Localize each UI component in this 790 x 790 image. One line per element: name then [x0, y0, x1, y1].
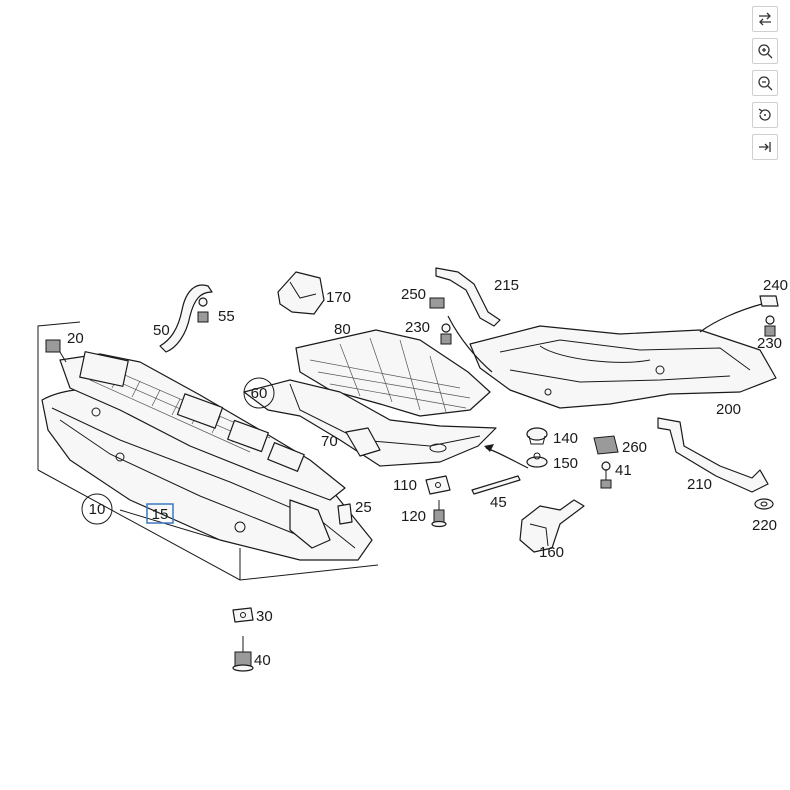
- bracket-170: [277, 271, 325, 315]
- collapse-button[interactable]: [752, 134, 778, 160]
- callout-110: 110: [393, 477, 417, 494]
- callout-50: 50: [153, 322, 170, 339]
- viewer-toolbar: [752, 6, 780, 160]
- callout-15: 15: [152, 506, 169, 523]
- callout-215: 215: [494, 277, 519, 294]
- bracket-25: [337, 503, 353, 525]
- bolt-230a: [440, 323, 452, 345]
- zoom-out-icon: [758, 76, 773, 91]
- callout-150: 150: [553, 455, 578, 472]
- clip-110: [425, 475, 451, 495]
- callout-25: 25: [355, 499, 372, 516]
- callout-260: 260: [622, 439, 647, 456]
- callout-220: 220: [752, 517, 777, 534]
- zoom-out-button[interactable]: [752, 70, 778, 96]
- callout-40: 40: [254, 652, 271, 669]
- callout-250: 250: [401, 286, 426, 303]
- bracket-160: [519, 499, 585, 553]
- front-underbody-panel: [41, 351, 373, 561]
- screw-41: [600, 461, 612, 489]
- callout-170: 170: [326, 289, 351, 306]
- swap-button[interactable]: [752, 6, 778, 32]
- clip-240: [759, 295, 779, 307]
- shield-70: [243, 379, 497, 467]
- strap-215: [435, 267, 501, 327]
- group-10-frame: [37, 321, 379, 581]
- callout-200: 200: [716, 401, 741, 418]
- clip-20: [45, 339, 67, 363]
- zoom-in-button[interactable]: [752, 38, 778, 64]
- callout-160: 160: [539, 544, 564, 561]
- bracket-50: [159, 284, 213, 353]
- clip-250: [429, 297, 445, 309]
- leader-lines: [447, 303, 763, 469]
- callout-60: 60: [251, 385, 268, 402]
- callout-55: 55: [218, 308, 235, 325]
- callout-240: 240: [763, 277, 788, 294]
- callout-80: 80: [334, 321, 351, 338]
- reset-button[interactable]: [752, 102, 778, 128]
- rear-underbody-panel-200: [469, 325, 777, 409]
- callout-70: 70: [321, 433, 338, 450]
- swap-arrows-icon: [759, 12, 771, 26]
- bolt-230b: [764, 315, 776, 337]
- clip-260: [593, 435, 619, 455]
- bolt-55: [197, 297, 209, 323]
- callout-45: 45: [490, 494, 507, 511]
- callout-230b: 230: [757, 335, 782, 352]
- callout-41: 41: [615, 462, 632, 479]
- washer-220: [754, 498, 774, 510]
- screw-40: [232, 636, 254, 672]
- collapse-right-icon: [759, 142, 771, 152]
- engine-undertray-80: [295, 329, 491, 417]
- cable-tie-45: [471, 475, 521, 495]
- callout-120: 120: [401, 508, 426, 525]
- clip-30: [232, 607, 254, 623]
- reset-rotate-icon: [758, 108, 771, 121]
- zoom-in-icon: [758, 44, 773, 59]
- highlight-box-15: [146, 503, 174, 524]
- callout-10: 10: [89, 501, 106, 518]
- callout-140: 140: [553, 430, 578, 447]
- callout-labels: 10 15 20 25 30 40 41 45 50 55 60 70 80 1…: [67, 277, 788, 669]
- strap-210: [657, 417, 769, 493]
- grommet-150: [526, 452, 548, 468]
- callout-20: 20: [67, 330, 84, 347]
- callout-230a: 230: [405, 319, 430, 336]
- grommet-140: [526, 427, 548, 445]
- screw-120: [431, 500, 447, 528]
- callout-30: 30: [256, 608, 273, 625]
- callout-210: 210: [687, 476, 712, 493]
